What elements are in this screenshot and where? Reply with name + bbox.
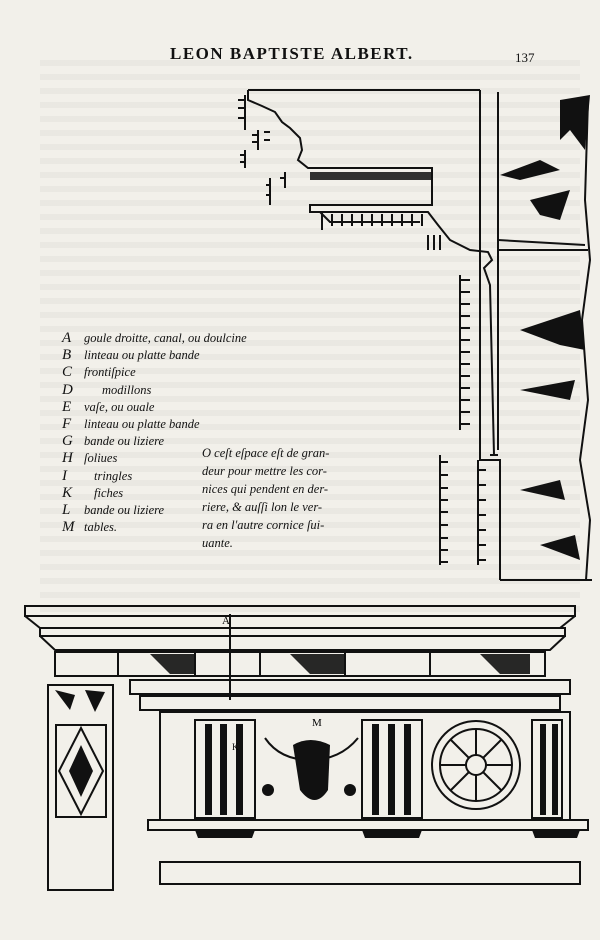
space-note: O ceſt eſpace eſt de gran- deur pour met… xyxy=(202,444,332,552)
note-line: deur pour mettre les cor- xyxy=(202,464,327,478)
figure-letter-k: K xyxy=(232,742,239,752)
page-number: 137 xyxy=(515,50,535,65)
figure-letter-m: M xyxy=(312,717,322,729)
legend-text: linteau ou platte bande xyxy=(84,348,200,363)
legend-text: modillons xyxy=(102,382,152,397)
note-line: O ceſt eſpace eſt de gran- xyxy=(202,446,330,460)
note-line: nices qui pendent en der- xyxy=(202,482,329,496)
legend-letter: A xyxy=(62,330,72,346)
entablature-outline xyxy=(24,605,589,891)
note-line: ra en l'autre cornice ſui- xyxy=(202,518,325,532)
legend-letter: K xyxy=(62,484,73,501)
legend-letter: C xyxy=(62,364,73,381)
legend-text: ſoliues xyxy=(84,451,118,466)
legend-text: bande ou liziere xyxy=(84,434,165,449)
profile-outline xyxy=(238,89,592,581)
legend-letter: H xyxy=(62,450,73,467)
legend-letter: I xyxy=(62,467,67,484)
legend-text: tringles xyxy=(94,468,133,483)
show-through-text xyxy=(40,60,580,620)
legend-text: bande ou liziere xyxy=(84,502,165,517)
legend-letter: F xyxy=(62,415,72,432)
note-line: uante. xyxy=(202,536,233,550)
legend-text: vaſe, ou ouale xyxy=(84,399,155,414)
legend-letter: L xyxy=(62,501,71,518)
legend-letter: D xyxy=(62,381,73,398)
legend-letter: E xyxy=(62,398,72,415)
legend-text: tables. xyxy=(84,520,117,535)
legend-text: fiches xyxy=(94,485,124,500)
legend-letter: M xyxy=(62,519,75,536)
legend-text: frontiſpice xyxy=(84,365,136,380)
figure-letter-a: A xyxy=(222,615,230,627)
note-line: riere, & auſſi lon le ver- xyxy=(202,500,323,514)
legend-text: goule droitte, canal, ou doulcine xyxy=(84,331,247,345)
legend-letter: G xyxy=(62,433,73,450)
running-title: LEON BAPTISTE ALBERT. xyxy=(170,44,414,63)
legend-text: linteau ou platte bande xyxy=(84,416,200,431)
legend-letter: B xyxy=(62,347,72,364)
